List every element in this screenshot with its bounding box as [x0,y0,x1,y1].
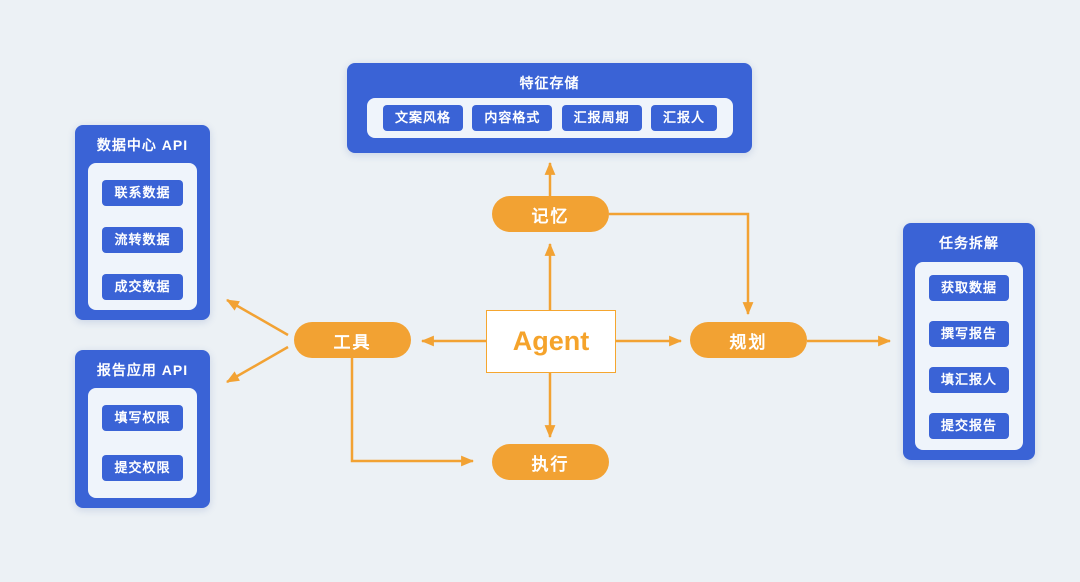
feature-store-panel: 文案风格 内容格式 汇报周期 汇报人 [367,98,733,138]
feature-store-item: 文案风格 [383,105,464,131]
report-app-api-box: 报告应用 API 填写权限 提交权限 [75,350,210,508]
execution-node: 执行 [492,444,609,480]
data-center-api-panel: 联系数据 流转数据 成交数据 [88,163,197,310]
agent-label: Agent [512,326,590,356]
feature-store-item: 内容格式 [472,105,553,131]
agent-node: Agent [486,310,616,373]
task-breakdown-item: 获取数据 [928,275,1009,301]
task-breakdown-item: 填汇报人 [928,367,1009,393]
arrow-tools-to-report-app-api [226,345,289,384]
task-breakdown-box: 任务拆解 获取数据 撰写报告 填汇报人 提交报告 [903,223,1035,460]
task-breakdown-title: 任务拆解 [939,235,999,251]
data-center-api-item: 成交数据 [102,274,183,300]
arrow-memory-to-planning [609,212,754,316]
memory-node: 记忆 [492,196,609,232]
report-app-api-item: 填写权限 [102,405,183,431]
planning-node: 规划 [690,322,807,358]
data-center-api-item: 流转数据 [102,227,183,253]
task-breakdown-panel: 获取数据 撰写报告 填汇报人 提交报告 [915,262,1023,450]
feature-store-title: 特征存储 [519,75,580,91]
feature-store-box: 特征存储 文案风格 内容格式 汇报周期 汇报人 [347,63,752,153]
execution-label: 执行 [531,454,570,474]
tools-label: 工具 [333,332,372,352]
arrow-tools-to-data-center-api [226,298,289,337]
planning-label: 规划 [729,332,768,352]
task-breakdown-item: 撰写报告 [928,321,1009,347]
tools-node: 工具 [294,322,411,358]
memory-label: 记忆 [531,206,570,226]
task-breakdown-item: 提交报告 [928,413,1009,439]
feature-store-item: 汇报人 [650,105,717,131]
feature-store-item: 汇报周期 [561,105,642,131]
report-app-api-item: 提交权限 [102,455,183,481]
data-center-api-item: 联系数据 [102,180,183,206]
data-center-api-title: 数据中心 API [96,137,189,153]
data-center-api-box: 数据中心 API 联系数据 流转数据 成交数据 [75,125,210,320]
report-app-api-panel: 填写权限 提交权限 [88,388,197,498]
arrow-tools-to-execution [350,358,475,467]
report-app-api-title: 报告应用 API [96,362,189,378]
